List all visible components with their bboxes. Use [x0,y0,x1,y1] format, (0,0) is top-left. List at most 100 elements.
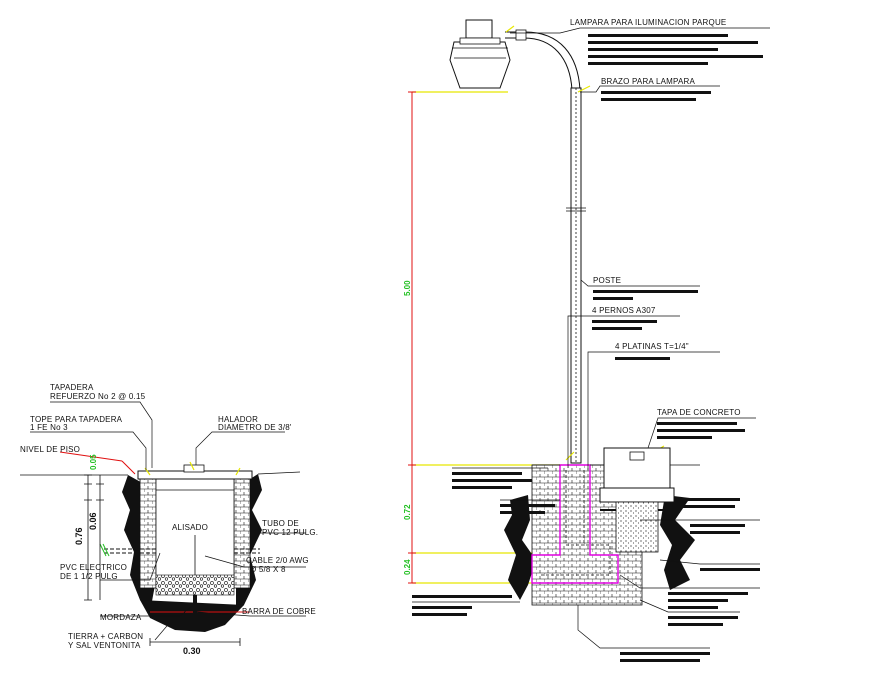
label-refuerzo: REFUERZO No 2 @ 0.15 [50,392,146,401]
label-pvc-1: PVC ELECTRICO [60,563,127,572]
leader-brazo [580,85,720,93]
note-bar [601,98,696,101]
pvc-conduit-left [104,548,156,554]
gravel-fill [155,574,235,596]
label-tope: TOPE PARA TAPADERA [30,415,123,424]
leader-lampara [510,27,770,34]
inspection-chamber [615,501,659,553]
note-bar [657,422,737,425]
dim-030: 0.30 [183,646,201,656]
leader-pvc [100,552,161,581]
note-bar [657,436,712,439]
soil-left [504,495,536,600]
leader-barra [196,611,306,617]
dim-005: 0.05 [89,454,98,470]
note-bar [452,486,512,489]
rebar-outline [540,470,611,576]
ground-line-right [257,471,301,475]
label-alisado: ALISADO [172,523,208,532]
label-poste: POSTE [593,276,621,285]
note-bar [412,613,467,616]
note-bar [593,297,633,300]
note-bar [500,504,555,507]
note-bar [657,429,745,432]
lamp-post-detail: 5.00 0.72 0.24 LAMPARA [403,18,770,662]
leader-pernos [567,315,680,468]
label-pvc-2: DE 1 1/2 PULG [60,572,118,581]
note-bar [588,55,763,58]
dim-foot-line [408,465,416,584]
floor-level-leader [59,451,136,475]
dim-width [149,638,241,646]
note-bar [588,41,758,44]
box-wall-right [233,477,251,589]
grounding-box-detail: 0.05 0.06 0.76 0.30 TAPADERA REFUERZO No… [20,383,318,656]
note-bar [412,606,472,609]
leader-cable [204,555,306,568]
note-bar [668,606,718,609]
leader-tapadera [50,401,153,468]
label-mordaza: MORDAZA [100,613,142,622]
note-bar [668,616,738,619]
note-bar [668,623,723,626]
leader-tierra [154,619,173,641]
lamp-cap [465,19,493,39]
note-bar [615,357,670,360]
leader-halador [195,431,285,465]
label-tierra-1: TIERRA + CARBON [68,632,143,641]
note-bar [588,48,718,51]
note-bar [700,568,760,571]
pole-coupling [566,207,586,212]
dim-006: 0.06 [88,512,98,530]
illegible-notes [412,34,763,662]
soil-right [660,495,695,590]
lamp-arm-inner [505,37,573,91]
note-bar [620,652,710,655]
pvc-conduit-right [234,548,260,554]
dim-072: 0.72 [403,504,412,520]
dim-line-left [84,474,92,601]
dim-line-left-2 [96,475,104,600]
note-bar [500,511,545,514]
leader-right-1 [619,574,760,589]
note-bar [620,659,700,662]
leader-right-4 [639,599,740,613]
leader-bottom [577,605,710,649]
note-bar [593,290,698,293]
label-tapadera: TAPADERA [50,383,94,392]
label-pernos: 4 PERNOS A307 [592,306,656,315]
copper-bar [193,595,197,617]
note-bar [668,599,728,602]
leader-right-3 [659,559,760,565]
inspection-handle [629,451,645,461]
lamp-shade-lines [452,47,508,59]
note-bar [592,320,657,323]
note-bar [452,479,532,482]
dim-076: 0.76 [74,527,84,545]
label-fe: 1 FE No 3 [30,423,68,432]
note-bar [680,505,735,508]
note-bar [601,91,711,94]
soil-bottom [140,600,244,632]
label-nivel-piso: NIVEL DE PISO [20,445,80,454]
note-bar [668,592,748,595]
leader-platinas [587,351,720,470]
lamp-collar [459,37,501,45]
note-bar [690,531,740,534]
inspection-frame [599,487,675,503]
label-cable-1: CABLE 2/0 AWG [246,556,309,565]
leader-mordaza [100,604,194,617]
label-barra: BARRA DE COBRE [242,607,316,616]
leader-tapa [647,417,756,449]
note-bar [452,472,522,475]
lamp-shade [449,41,511,89]
label-diametro: DIAMETRO DE 3/8' [218,423,292,432]
note-bar [680,498,740,501]
label-cable-2: Ø 5/8 X 8 [250,565,286,574]
note-bar [412,595,512,598]
dim-500-line [408,91,416,466]
label-tapa: TAPA DE CONCRETO [657,408,741,417]
label-halador: HALADOR [218,415,258,424]
leader-tubo [249,522,306,534]
